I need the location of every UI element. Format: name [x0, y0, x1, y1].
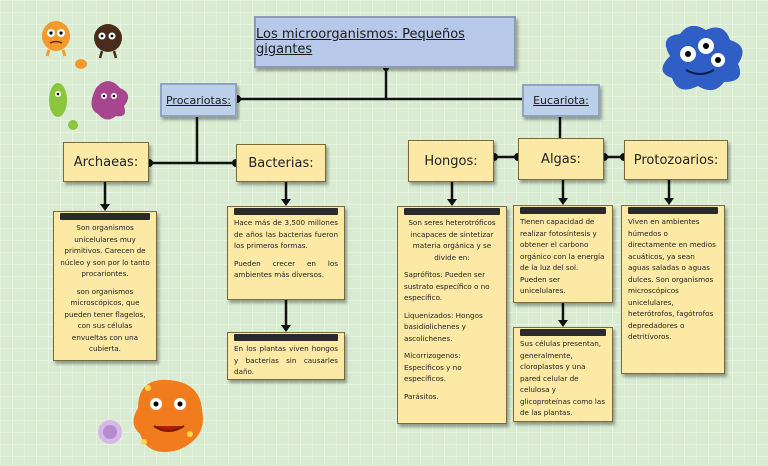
description-text: Pueden crecer en los ambientes más diver…	[234, 258, 338, 280]
group-protozoarios: Protozoarios:	[624, 140, 728, 180]
description-bacterias-2: En los plantas viven hongos y bacterias …	[227, 332, 345, 380]
description-text: Micorrizogenos: Específicos y no específ…	[404, 351, 462, 383]
description-archaeas: Son organismos unicelulares muy primitiv…	[53, 211, 157, 361]
description-bacterias-1: Hace más de 3,500 millones de años las b…	[227, 206, 345, 300]
redacted-heading-bar	[520, 207, 606, 214]
description-text: Son seres heterotróficos incapaces de si…	[408, 218, 496, 262]
group-archaeas: Archaeas:	[63, 142, 149, 182]
description-text: Sus células presentan, generalmente, clo…	[520, 339, 606, 417]
diagram-title: Los microorganismos: Pequeños gigantes	[254, 16, 516, 68]
redacted-heading-bar	[60, 213, 150, 220]
description-text: Saprófitos: Pueden ser sustrato específi…	[404, 270, 490, 302]
description-hongos: Son seres heterotróficos incapaces de si…	[397, 206, 507, 424]
blue-microbe-icon	[662, 25, 743, 91]
redacted-heading-bar	[628, 207, 718, 214]
description-text: Hace más de 3,500 millones de años las b…	[234, 218, 338, 250]
description-text: Tienen capacidad de realizar fotosíntesi…	[520, 217, 605, 295]
description-text: Viven en ambientes húmedos o directament…	[628, 217, 716, 341]
orange-microbe-icon	[98, 379, 203, 452]
group-algas: Algas:	[518, 138, 604, 180]
description-text: Liquenizados: Hongos basidiolichenes y a…	[404, 310, 483, 343]
group-hongos: Hongos:	[408, 140, 494, 182]
category-eucariota: Eucariota:	[522, 84, 600, 117]
description-text: Parásitos.	[404, 391, 439, 401]
description-text: son organismos microscópicos, que pueden…	[64, 286, 146, 354]
redacted-heading-bar	[234, 334, 338, 341]
description-text: En los plantas viven hongos y bacterias …	[234, 344, 338, 376]
redacted-heading-bar	[234, 208, 338, 215]
group-bacterias: Bacterias:	[236, 144, 326, 182]
redacted-heading-bar	[404, 208, 500, 215]
description-algas-1: Tienen capacidad de realizar fotosíntesi…	[513, 205, 613, 303]
microbe-illustrations-left	[42, 21, 129, 130]
description-text: Son organismos unicelulares muy primitiv…	[60, 223, 150, 278]
description-algas-2: Sus células presentan, generalmente, clo…	[513, 327, 613, 422]
description-protozoarios: Viven en ambientes húmedos o directament…	[621, 205, 725, 374]
redacted-heading-bar	[520, 329, 606, 336]
category-procariotas: Procariotas:	[160, 83, 237, 117]
